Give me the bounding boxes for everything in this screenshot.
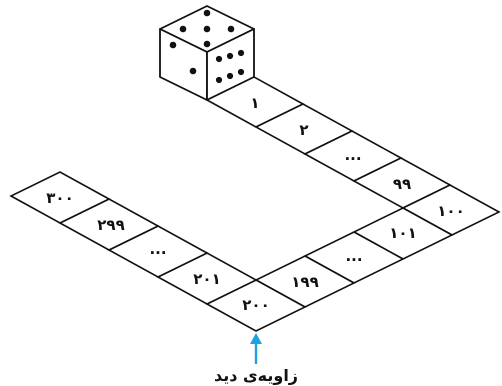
cell-label: ۲۹۹ [97, 216, 124, 234]
pip [204, 26, 211, 33]
cell-label: ۱۰۰ [437, 202, 464, 220]
board-cells: ۱ ۲ ... ۹۹ ۱۰۰ ۱۰۱ ... ۱۹۹ ۲۰۰ ۲۰۱ ... ۲… [11, 77, 499, 331]
cell-label: ۲۰۱ [193, 270, 220, 288]
pip [204, 41, 211, 48]
pip [190, 68, 197, 75]
viewpoint-label: زاویه‌ی دید [214, 366, 298, 385]
pip [228, 26, 235, 33]
cell-label: ۹۹ [393, 175, 411, 193]
pip [204, 10, 211, 17]
pip [227, 73, 233, 79]
pip [227, 53, 233, 59]
cell-label: ۱ [250, 94, 259, 112]
cell-label: ۲۰۰ [242, 296, 269, 314]
cell-label: ۲ [299, 121, 308, 139]
cell-label: ... [149, 240, 166, 258]
cell-label: ۱۰۱ [389, 224, 416, 242]
pip [170, 42, 177, 49]
pip [216, 56, 222, 62]
pip [216, 77, 222, 83]
pip [238, 50, 244, 56]
cell-label: ۳۰۰ [46, 189, 73, 207]
viewpoint-indicator: زاویه‌ی دید [214, 333, 298, 385]
viewpoint-arrow-icon [250, 333, 262, 344]
pip [238, 69, 244, 75]
cell-label: ... [345, 247, 362, 265]
pip [180, 26, 187, 33]
cell-label: ... [344, 146, 361, 164]
cell-label: ۱۹۹ [291, 273, 318, 291]
